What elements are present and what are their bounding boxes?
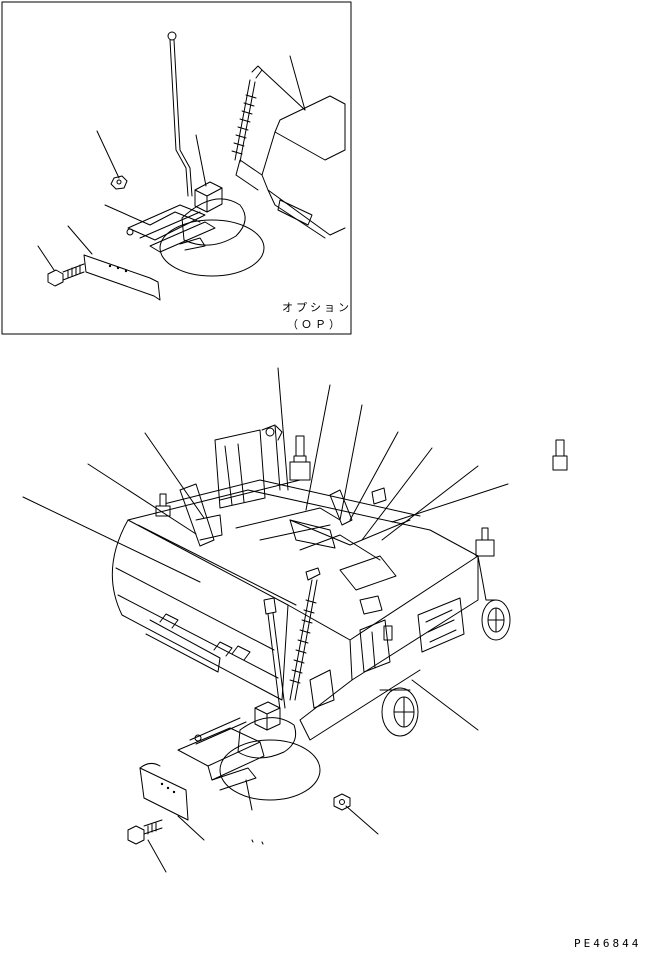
lower-bracket bbox=[177, 717, 265, 791]
main-assembly bbox=[22, 367, 568, 873]
shift-lever bbox=[263, 597, 286, 711]
bolt bbox=[127, 819, 163, 845]
broom-housing bbox=[111, 519, 297, 701]
inset-shift-lever bbox=[167, 31, 193, 197]
option-label-code: （ＯＰ） bbox=[287, 318, 343, 331]
inset-leader-lines bbox=[37, 55, 306, 271]
option-label-ja: オプション bbox=[282, 301, 352, 314]
mounting-studs bbox=[155, 435, 568, 557]
lever-box bbox=[254, 701, 281, 731]
drawing-number: PE46844 bbox=[574, 937, 641, 950]
inset-shim-plate bbox=[83, 254, 161, 301]
inset-bolt bbox=[47, 263, 85, 287]
inset-mower-housing bbox=[235, 95, 346, 239]
inset-bracket-arms bbox=[104, 204, 216, 253]
linkage-details bbox=[179, 483, 397, 709]
right-wheel bbox=[477, 555, 511, 641]
inset-tension-spring bbox=[231, 65, 306, 163]
inset-nut bbox=[110, 175, 128, 190]
main-frame bbox=[127, 479, 479, 741]
leader-lines bbox=[22, 367, 509, 873]
inset-lever-box bbox=[194, 181, 223, 213]
side-bracket bbox=[359, 597, 465, 673]
shim-plate bbox=[139, 762, 189, 821]
inset-frame bbox=[1, 1, 352, 335]
inset-disc bbox=[159, 198, 265, 277]
upper-support bbox=[214, 424, 283, 509]
linkage-spring bbox=[289, 567, 321, 701]
disc-plate bbox=[219, 717, 321, 801]
inset-detail: オプション （ＯＰ） bbox=[1, 1, 352, 335]
front-wheel bbox=[379, 687, 419, 737]
